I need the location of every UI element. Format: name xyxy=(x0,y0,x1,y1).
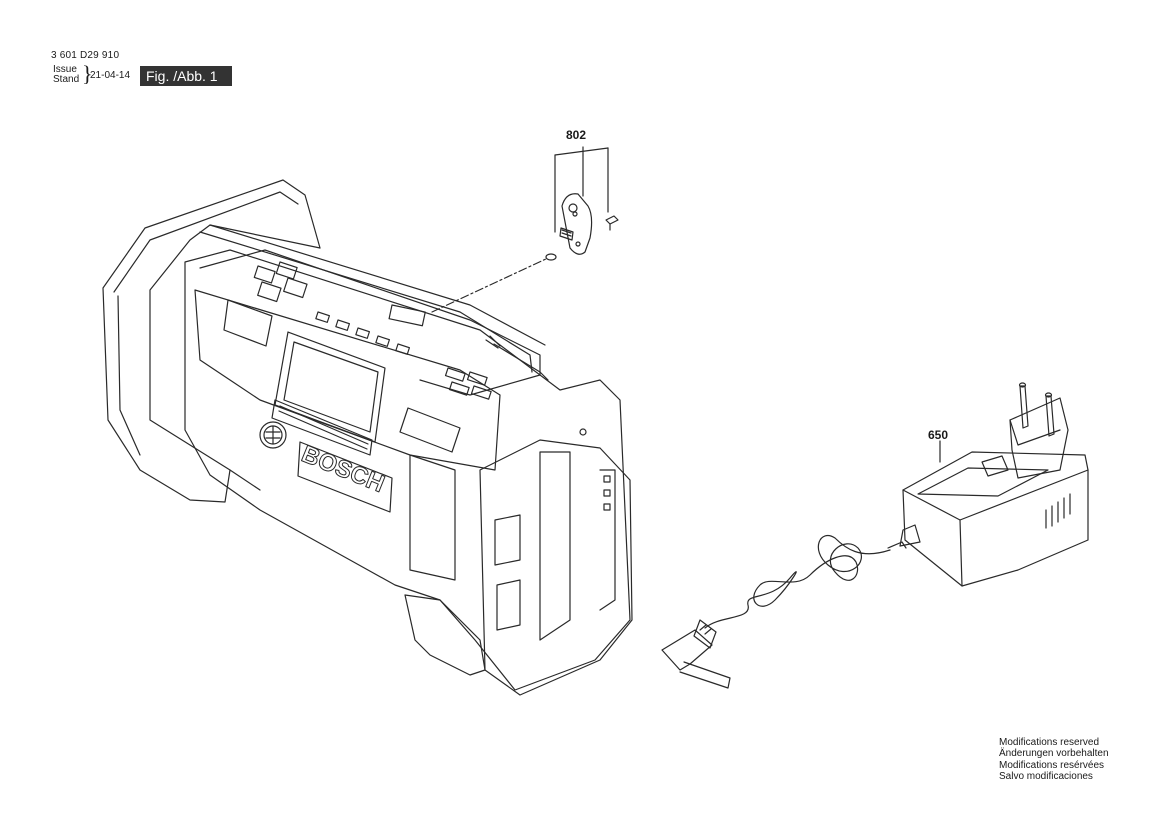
assembly-dashed-line xyxy=(431,257,549,313)
mount-802-illustration xyxy=(545,146,619,261)
footer-line-de: Änderungen vorbehalten xyxy=(999,748,1109,760)
figure-label: Fig. /Abb. 1 xyxy=(140,66,232,86)
stand-label: Stand xyxy=(53,74,80,85)
charger-650-illustration xyxy=(661,382,1089,689)
brand-logo-text: BOSCH xyxy=(298,441,388,499)
radio-illustration xyxy=(102,179,633,696)
callout-802: 802 xyxy=(566,128,587,142)
issue-stand-labels: Issue Stand } xyxy=(53,63,93,85)
brace-glyph: } xyxy=(82,61,93,86)
issue-date: 21-04-14 xyxy=(90,70,131,81)
part-number: 3 601 D29 910 xyxy=(51,50,120,61)
footer-line-es: Salvo modificaciones xyxy=(999,770,1093,782)
footer-line-fr: Modifications resérvées xyxy=(999,759,1105,771)
callout-650: 650 xyxy=(928,428,949,442)
modifications-notice: Modifications reserved Änderungen vorbeh… xyxy=(999,737,1109,782)
footer-line-en: Modifications reserved xyxy=(999,737,1100,748)
issue-label: Issue xyxy=(53,64,77,75)
